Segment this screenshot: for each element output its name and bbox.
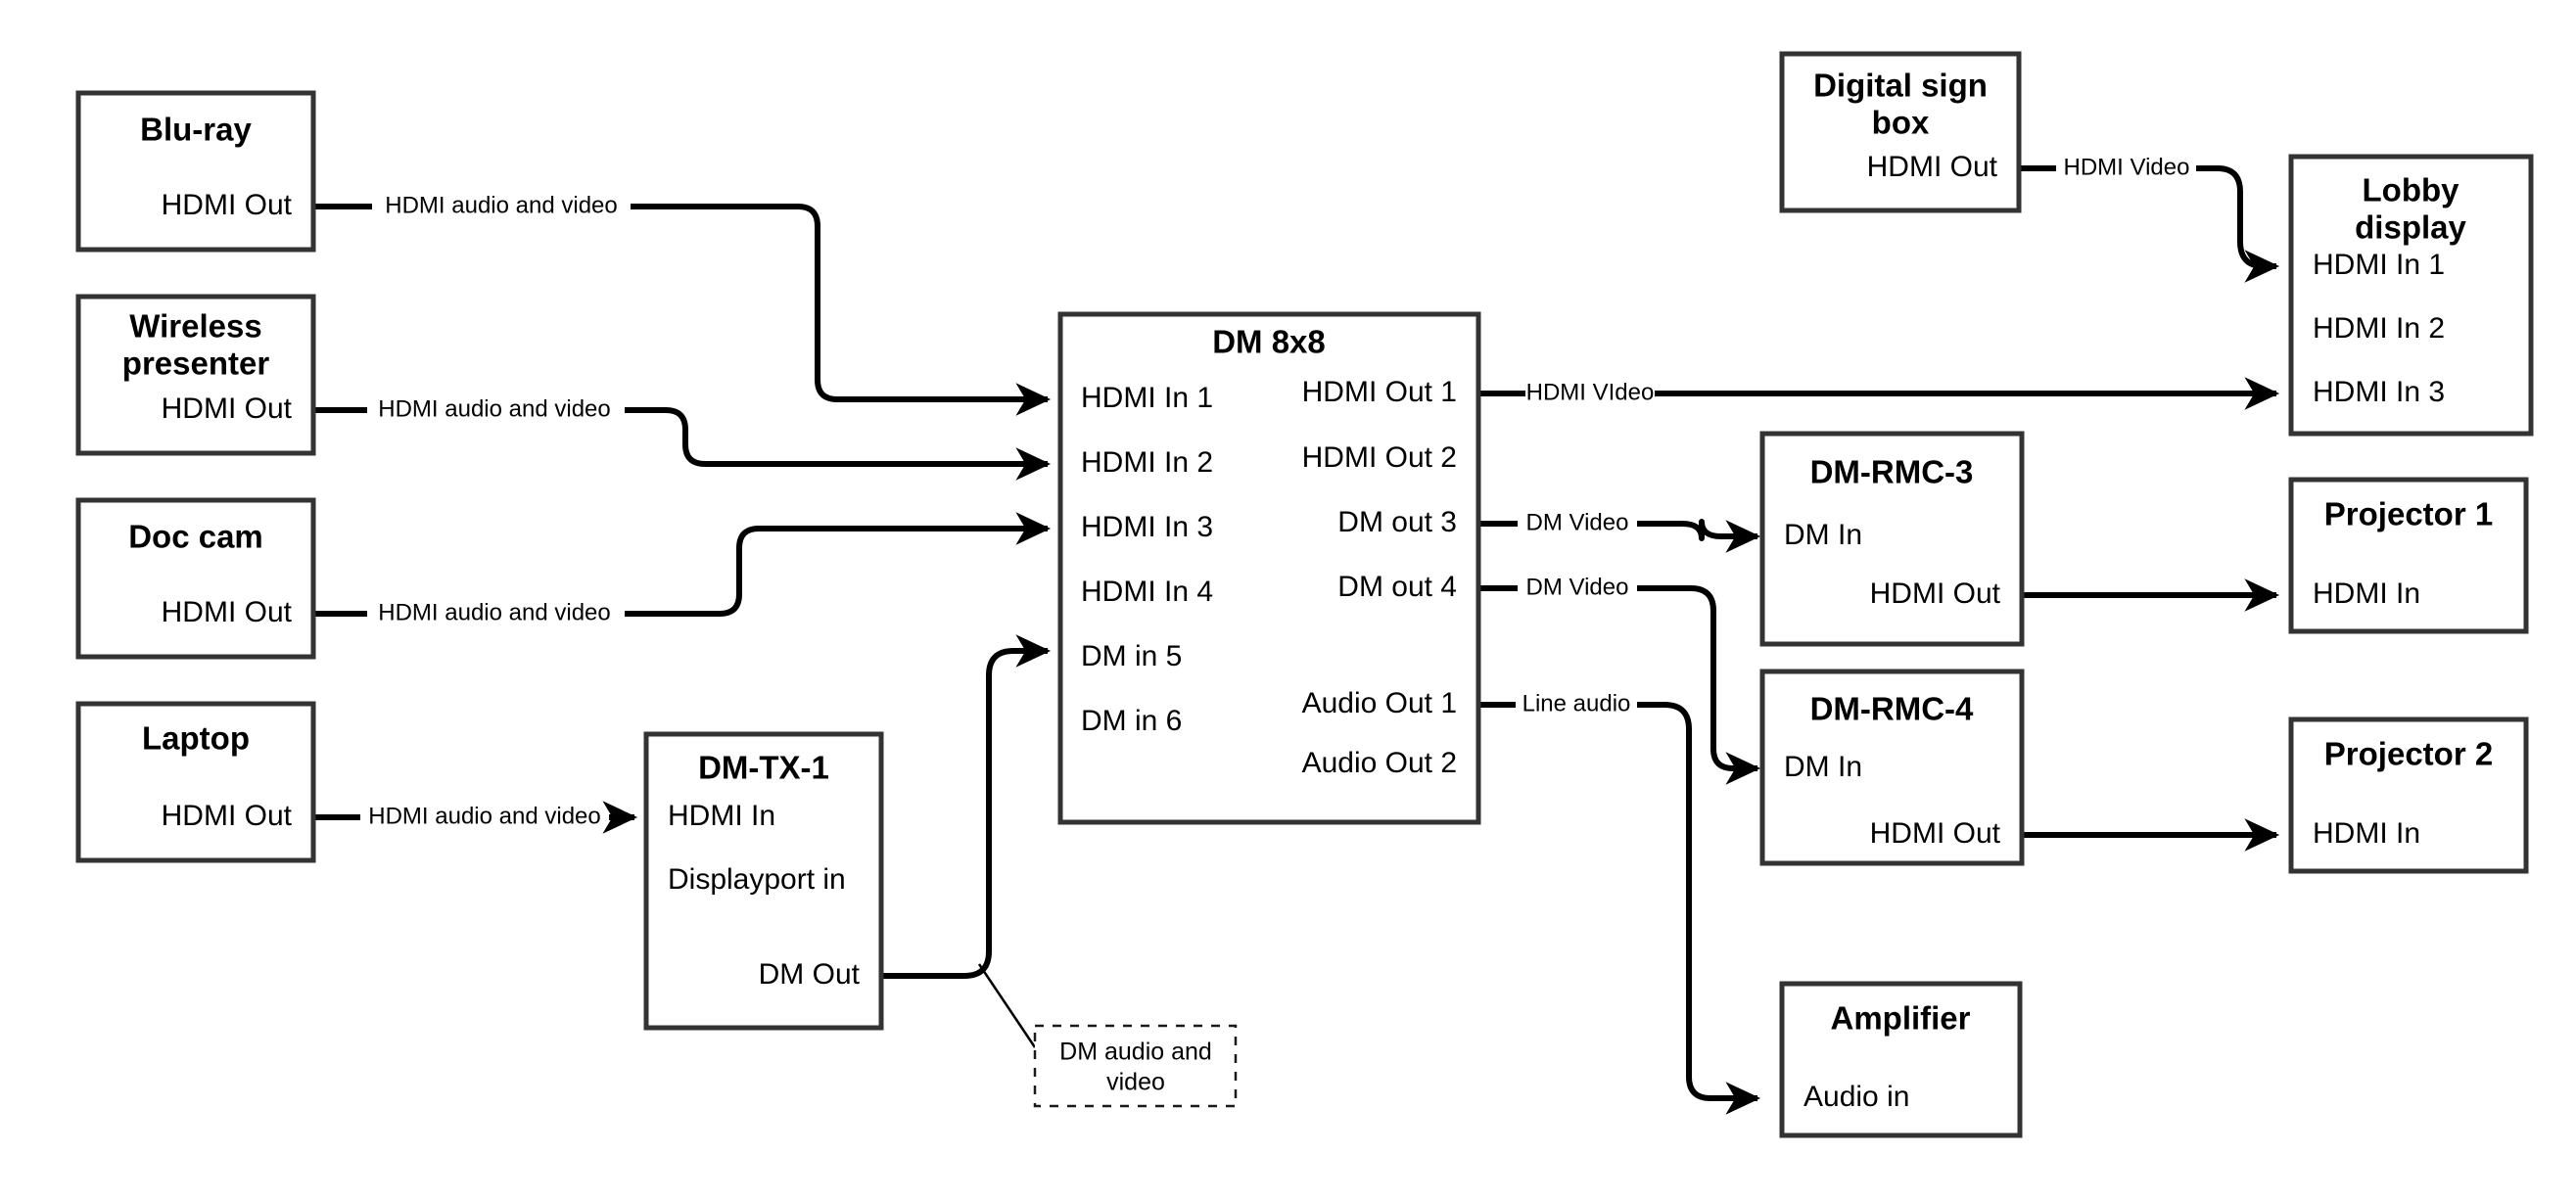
port-bluray-hdmi-out: HDMI Out bbox=[162, 189, 293, 221]
node-laptop[interactable]: Laptop HDMI Out bbox=[75, 701, 316, 863]
edge-dm8x8-to-rmc3: DM Video bbox=[1478, 509, 1761, 553]
port-rmc3-dm-in: DM In bbox=[1784, 519, 1862, 551]
port-rmc3-hdmi-out: HDMI Out bbox=[1870, 577, 2001, 610]
callout-leader-line bbox=[977, 963, 1037, 1048]
port-dm8x8-dm-out-4: DM out 4 bbox=[1337, 571, 1457, 603]
node-digital-sign-box[interactable]: Digital sign box HDMI Out bbox=[1779, 51, 2022, 213]
port-lobby-hdmi-in-1: HDMI In 1 bbox=[2313, 249, 2445, 281]
node-dm-rmc-3-title: DM-RMC-3 bbox=[1810, 454, 1974, 490]
port-lobby-hdmi-in-3: HDMI In 3 bbox=[2313, 376, 2445, 408]
node-projector-2-title: Projector 2 bbox=[2324, 736, 2493, 772]
port-dmtx1-hdmi-in: HDMI In bbox=[668, 800, 775, 832]
node-laptop-title: Laptop bbox=[142, 720, 250, 757]
node-lobby-display-title-line1: Lobby bbox=[2363, 172, 2460, 208]
node-dm-tx-1-title: DM-TX-1 bbox=[698, 750, 829, 786]
edge-dm8x8-to-rmc4: DM Video bbox=[1478, 574, 1761, 785]
node-digital-sign-box-box[interactable] bbox=[1779, 51, 2022, 213]
node-wireless-presenter-box[interactable] bbox=[75, 294, 316, 456]
port-amplifier-audio-in: Audio in bbox=[1803, 1081, 1909, 1113]
node-projector-1[interactable]: Projector 1 HDMI In bbox=[2288, 477, 2529, 634]
edge-doccam-to-dm8x8: HDMI audio and video bbox=[314, 512, 1052, 625]
edge-laptop-to-dmtx1: HDMI audio and video bbox=[314, 801, 638, 834]
port-lobby-hdmi-in-2: HDMI In 2 bbox=[2313, 312, 2445, 345]
port-projector1-hdmi-in: HDMI In bbox=[2313, 577, 2420, 610]
edge-dmtx1-to-dm8x8 bbox=[881, 634, 1052, 979]
node-dm-8x8-box[interactable] bbox=[1057, 311, 1481, 825]
node-lobby-display[interactable]: Lobby display HDMI In 1 HDMI In 2 HDMI I… bbox=[2288, 154, 2534, 437]
port-rmc4-dm-in: DM In bbox=[1784, 751, 1862, 783]
callout-dm-audio-and-video-line2: video bbox=[1106, 1069, 1165, 1096]
edge-label-laptop: HDMI audio and video bbox=[368, 803, 600, 829]
node-bluray-box[interactable] bbox=[75, 90, 316, 253]
edge-label-hdmi-video-out1: HDMI VIdeo bbox=[1526, 379, 1655, 405]
port-dmtx1-displayport-in: Displayport in bbox=[668, 863, 846, 896]
edge-label-line-audio: Line audio bbox=[1522, 690, 1631, 716]
node-dm-tx-1-box[interactable] bbox=[643, 731, 884, 1031]
node-projector-1-title: Projector 1 bbox=[2324, 496, 2493, 532]
node-dm-rmc-3[interactable]: DM-RMC-3 DM In HDMI Out bbox=[1759, 431, 2025, 647]
node-dm-8x8-title: DM 8x8 bbox=[1212, 324, 1326, 360]
node-doc-cam-title: Doc cam bbox=[128, 519, 263, 555]
edge-label-dm-video-out3: DM Video bbox=[1526, 509, 1629, 535]
node-digital-sign-box-title-line1: Digital sign bbox=[1813, 68, 1988, 104]
edge-label-bluray: HDMI audio and video bbox=[385, 192, 617, 218]
port-doccam-hdmi-out: HDMI Out bbox=[162, 596, 293, 628]
port-dm8x8-hdmi-in-4: HDMI In 4 bbox=[1081, 576, 1213, 608]
node-doc-cam[interactable]: Doc cam HDMI Out bbox=[75, 497, 316, 660]
node-doc-cam-box[interactable] bbox=[75, 497, 316, 660]
port-dm8x8-hdmi-in-2: HDMI In 2 bbox=[1081, 446, 1213, 479]
port-laptop-hdmi-out: HDMI Out bbox=[162, 800, 293, 832]
callout-dm-audio-and-video: DM audio and video bbox=[1033, 1024, 1238, 1108]
node-laptop-box[interactable] bbox=[75, 701, 316, 863]
edge-label-doccam: HDMI audio and video bbox=[378, 599, 610, 625]
port-projector2-hdmi-in: HDMI In bbox=[2313, 817, 2420, 850]
port-rmc4-hdmi-out: HDMI Out bbox=[1870, 817, 2001, 850]
node-wireless-presenter-title-line1: Wireless bbox=[129, 308, 261, 345]
edge-bluray-to-dm8x8: HDMI audio and video bbox=[314, 192, 1052, 416]
node-dm-rmc-3-box[interactable] bbox=[1759, 431, 2025, 647]
port-dm8x8-hdmi-out-1: HDMI Out 1 bbox=[1302, 376, 1457, 408]
edge-signbox-to-lobby1: HDMI Video bbox=[2019, 154, 2280, 283]
edge-label-wireless: HDMI audio and video bbox=[378, 395, 610, 422]
port-signbox-hdmi-out: HDMI Out bbox=[1867, 151, 1998, 183]
node-dm-tx-1[interactable]: DM-TX-1 HDMI In Displayport in DM Out bbox=[643, 731, 884, 1031]
node-amplifier[interactable]: Amplifier Audio in bbox=[1779, 981, 2023, 1138]
port-dmtx1-dm-out: DM Out bbox=[759, 958, 861, 991]
port-dm8x8-dm-in-6: DM in 6 bbox=[1081, 705, 1182, 737]
edge-label-dm-video-out4: DM Video bbox=[1526, 574, 1629, 600]
node-amplifier-title: Amplifier bbox=[1830, 1000, 1970, 1037]
edge-wireless-to-dm8x8: HDMI audio and video bbox=[314, 395, 1052, 481]
node-lobby-display-title-line2: display bbox=[2355, 209, 2466, 246]
node-dm-rmc-4-title: DM-RMC-4 bbox=[1810, 691, 1974, 727]
port-dm8x8-hdmi-in-1: HDMI In 1 bbox=[1081, 382, 1213, 414]
port-dm8x8-hdmi-in-3: HDMI In 3 bbox=[1081, 511, 1213, 543]
port-dm8x8-hdmi-out-2: HDMI Out 2 bbox=[1302, 441, 1457, 474]
port-dm8x8-dm-out-3: DM out 3 bbox=[1337, 506, 1457, 538]
node-wireless-presenter[interactable]: Wireless presenter HDMI Out bbox=[75, 294, 316, 456]
port-wireless-hdmi-out: HDMI Out bbox=[162, 393, 293, 425]
callout-dm-audio-and-video-box bbox=[1033, 1024, 1238, 1108]
node-wireless-presenter-title-line2: presenter bbox=[122, 346, 270, 382]
node-dm-rmc-4[interactable]: DM-RMC-4 DM In HDMI Out bbox=[1759, 669, 2025, 866]
edge-label-hdmi-video-sign: HDMI Video bbox=[2064, 154, 2190, 180]
node-bluray[interactable]: Blu-ray HDMI Out bbox=[75, 90, 316, 253]
node-dm-8x8[interactable]: DM 8x8 HDMI In 1 HDMI In 2 HDMI In 3 HDM… bbox=[1057, 311, 1481, 825]
node-projector-2[interactable]: Projector 2 HDMI In bbox=[2288, 716, 2529, 874]
node-dm-rmc-4-box[interactable] bbox=[1759, 669, 2025, 866]
node-lobby-display-box[interactable] bbox=[2288, 154, 2534, 437]
callout-dm-audio-and-video-line1: DM audio and bbox=[1059, 1039, 1212, 1066]
port-dm8x8-audio-out-1: Audio Out 1 bbox=[1302, 687, 1457, 719]
edge-dm8x8-to-amplifier: Line audio bbox=[1478, 690, 1761, 1115]
node-amplifier-box[interactable] bbox=[1779, 981, 2023, 1138]
edge-dm8x8-to-lobby3: HDMI VIdeo bbox=[1478, 377, 2280, 410]
node-projector-1-box[interactable] bbox=[2288, 477, 2529, 634]
node-bluray-title: Blu-ray bbox=[140, 112, 252, 148]
port-dm8x8-dm-in-5: DM in 5 bbox=[1081, 640, 1182, 672]
edge-layer: HDMI audio and video HDMI audio and vide… bbox=[314, 154, 2280, 1115]
node-projector-2-box[interactable] bbox=[2288, 716, 2529, 874]
port-dm8x8-audio-out-2: Audio Out 2 bbox=[1302, 747, 1457, 779]
node-digital-sign-box-title-line2: box bbox=[1872, 105, 1930, 141]
